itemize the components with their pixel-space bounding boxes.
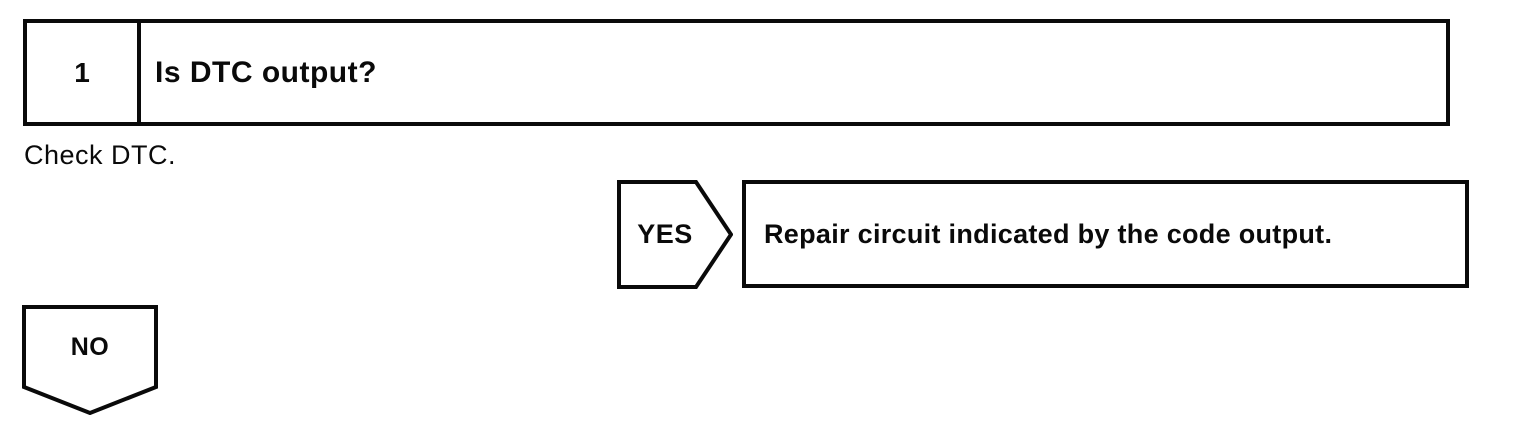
step-number: 1 bbox=[27, 23, 141, 122]
no-label: NO bbox=[70, 332, 110, 361]
no-connector: NO bbox=[22, 305, 158, 415]
step-question: Is DTC output? bbox=[155, 55, 377, 89]
step-header-box: 1 Is DTC output? bbox=[23, 19, 1450, 126]
yes-connector: YES bbox=[617, 180, 733, 289]
yes-arrow-icon bbox=[617, 180, 733, 289]
no-arrow-icon bbox=[22, 305, 158, 415]
instruction-text: Check DTC. bbox=[24, 140, 177, 170]
yes-action-text: Repair circuit indicated by the code out… bbox=[764, 218, 1333, 249]
yes-label: YES bbox=[637, 219, 693, 249]
yes-action-box: Repair circuit indicated by the code out… bbox=[742, 180, 1469, 288]
